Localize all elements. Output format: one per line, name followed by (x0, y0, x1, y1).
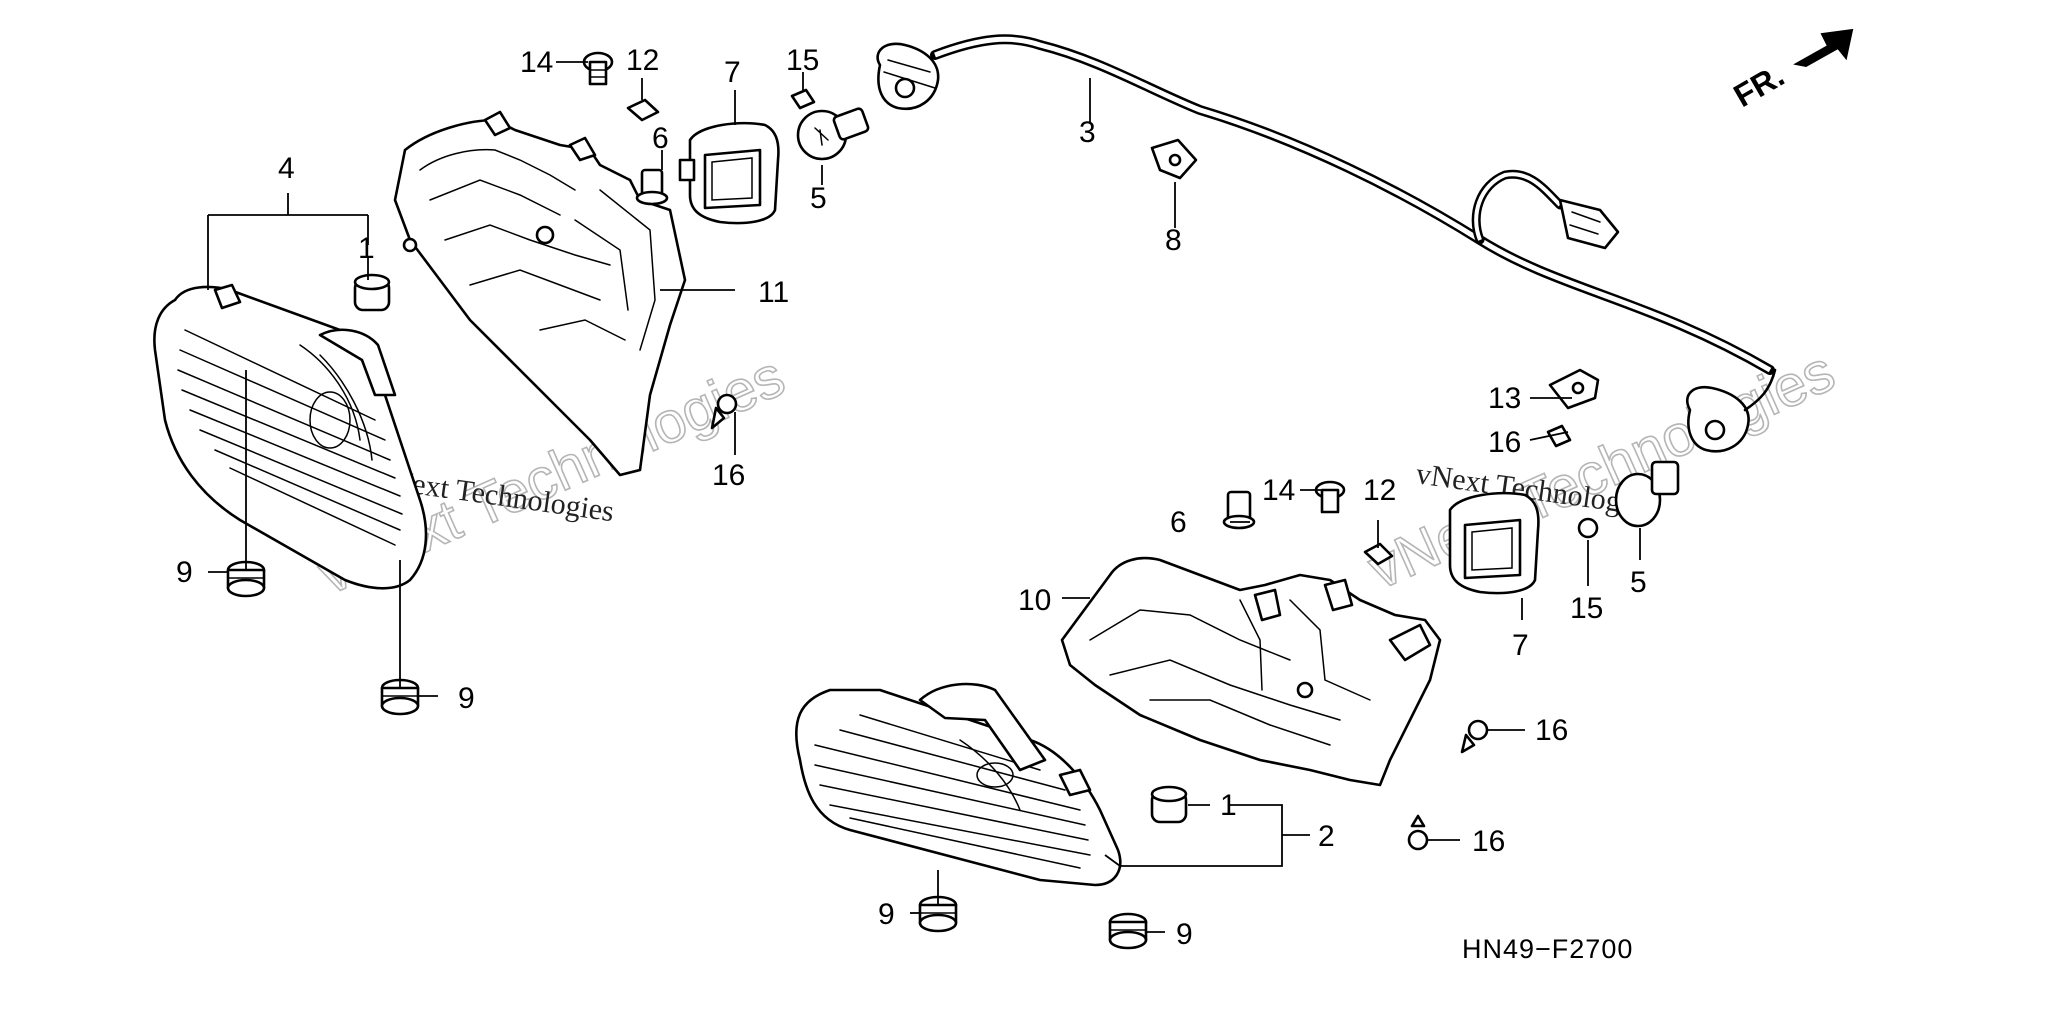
callout-12-left: 12 (626, 44, 659, 77)
callout-5-right: 5 (1630, 566, 1647, 599)
wire-harness (876, 34, 1777, 453)
callout-7-left: 7 (724, 56, 741, 89)
bulb-right (1614, 460, 1680, 528)
callout-5-left: 5 (810, 182, 827, 215)
screw-right-16b (1460, 719, 1489, 754)
nut-left-12 (626, 98, 660, 122)
grommet-left-6 (635, 168, 669, 206)
callout-8: 8 (1165, 224, 1182, 257)
bracket-left (393, 110, 687, 477)
clamp-right-13 (1548, 368, 1600, 410)
callout-16-right-a: 16 (1488, 426, 1521, 459)
watermark-right: vNext Technologies vNext Technologies (1358, 338, 1845, 603)
callout-10: 10 (1018, 584, 1051, 617)
callout-1-left: 1 (358, 232, 375, 265)
screw-right-15 (1577, 517, 1599, 539)
callout-9-left-b: 9 (458, 682, 475, 715)
leader-lines (207, 61, 1641, 933)
screw-left-15 (790, 88, 816, 110)
figure-code: HN49−F2700 (1462, 934, 1633, 964)
front-arrow-icon (1793, 28, 1854, 68)
callout-4: 4 (278, 152, 295, 185)
callout-9-left-a: 9 (176, 556, 193, 589)
callout-15-right: 15 (1570, 592, 1603, 625)
callout-2: 2 (1318, 820, 1335, 853)
callout-6-left: 6 (652, 122, 669, 155)
callout-13: 13 (1488, 382, 1521, 415)
callout-16-right-b: 16 (1535, 714, 1568, 747)
screw-right-14 (1314, 480, 1346, 514)
callout-16-right-c: 16 (1472, 825, 1505, 858)
screw-left-16 (710, 393, 738, 430)
callout-6-right: 6 (1170, 506, 1187, 539)
nut-right-12 (1363, 542, 1394, 566)
headlight-left (153, 283, 428, 590)
callout-7-right: 7 (1512, 629, 1529, 662)
callout-16-left: 16 (712, 459, 745, 492)
screw-right-16c (1407, 814, 1429, 851)
callout-11: 11 (758, 276, 789, 309)
wire-clip (1150, 138, 1198, 180)
socket-cover-right (1448, 491, 1540, 595)
grommet-right-6 (1222, 490, 1256, 530)
callout-9-right-b: 9 (1176, 918, 1193, 951)
headlight-right (795, 682, 1122, 887)
callout-15-left: 15 (786, 44, 819, 77)
front-direction-label: FR. (1728, 57, 1791, 114)
callout-14-right: 14 (1262, 474, 1295, 507)
bracket-right (1060, 556, 1442, 787)
callout-3: 3 (1079, 116, 1096, 149)
collar-left (353, 273, 391, 312)
collar-right (1150, 785, 1188, 824)
grommet-right-9b (1108, 912, 1148, 950)
callout-9-right-a: 9 (878, 898, 895, 931)
callout-12-right: 12 (1363, 474, 1396, 507)
callout-1-right: 1 (1220, 789, 1237, 822)
front-direction-indicator: FR. (1728, 28, 1854, 114)
callout-labels: 4 1 14 12 6 7 15 5 3 8 11 16 9 9 13 16 6… (176, 44, 1647, 951)
bulb-left (796, 107, 870, 161)
callout-14-left: 14 (520, 46, 553, 79)
screw-right-16a (1546, 424, 1572, 448)
screw-left-14 (582, 51, 614, 86)
socket-cover-left (678, 121, 780, 225)
